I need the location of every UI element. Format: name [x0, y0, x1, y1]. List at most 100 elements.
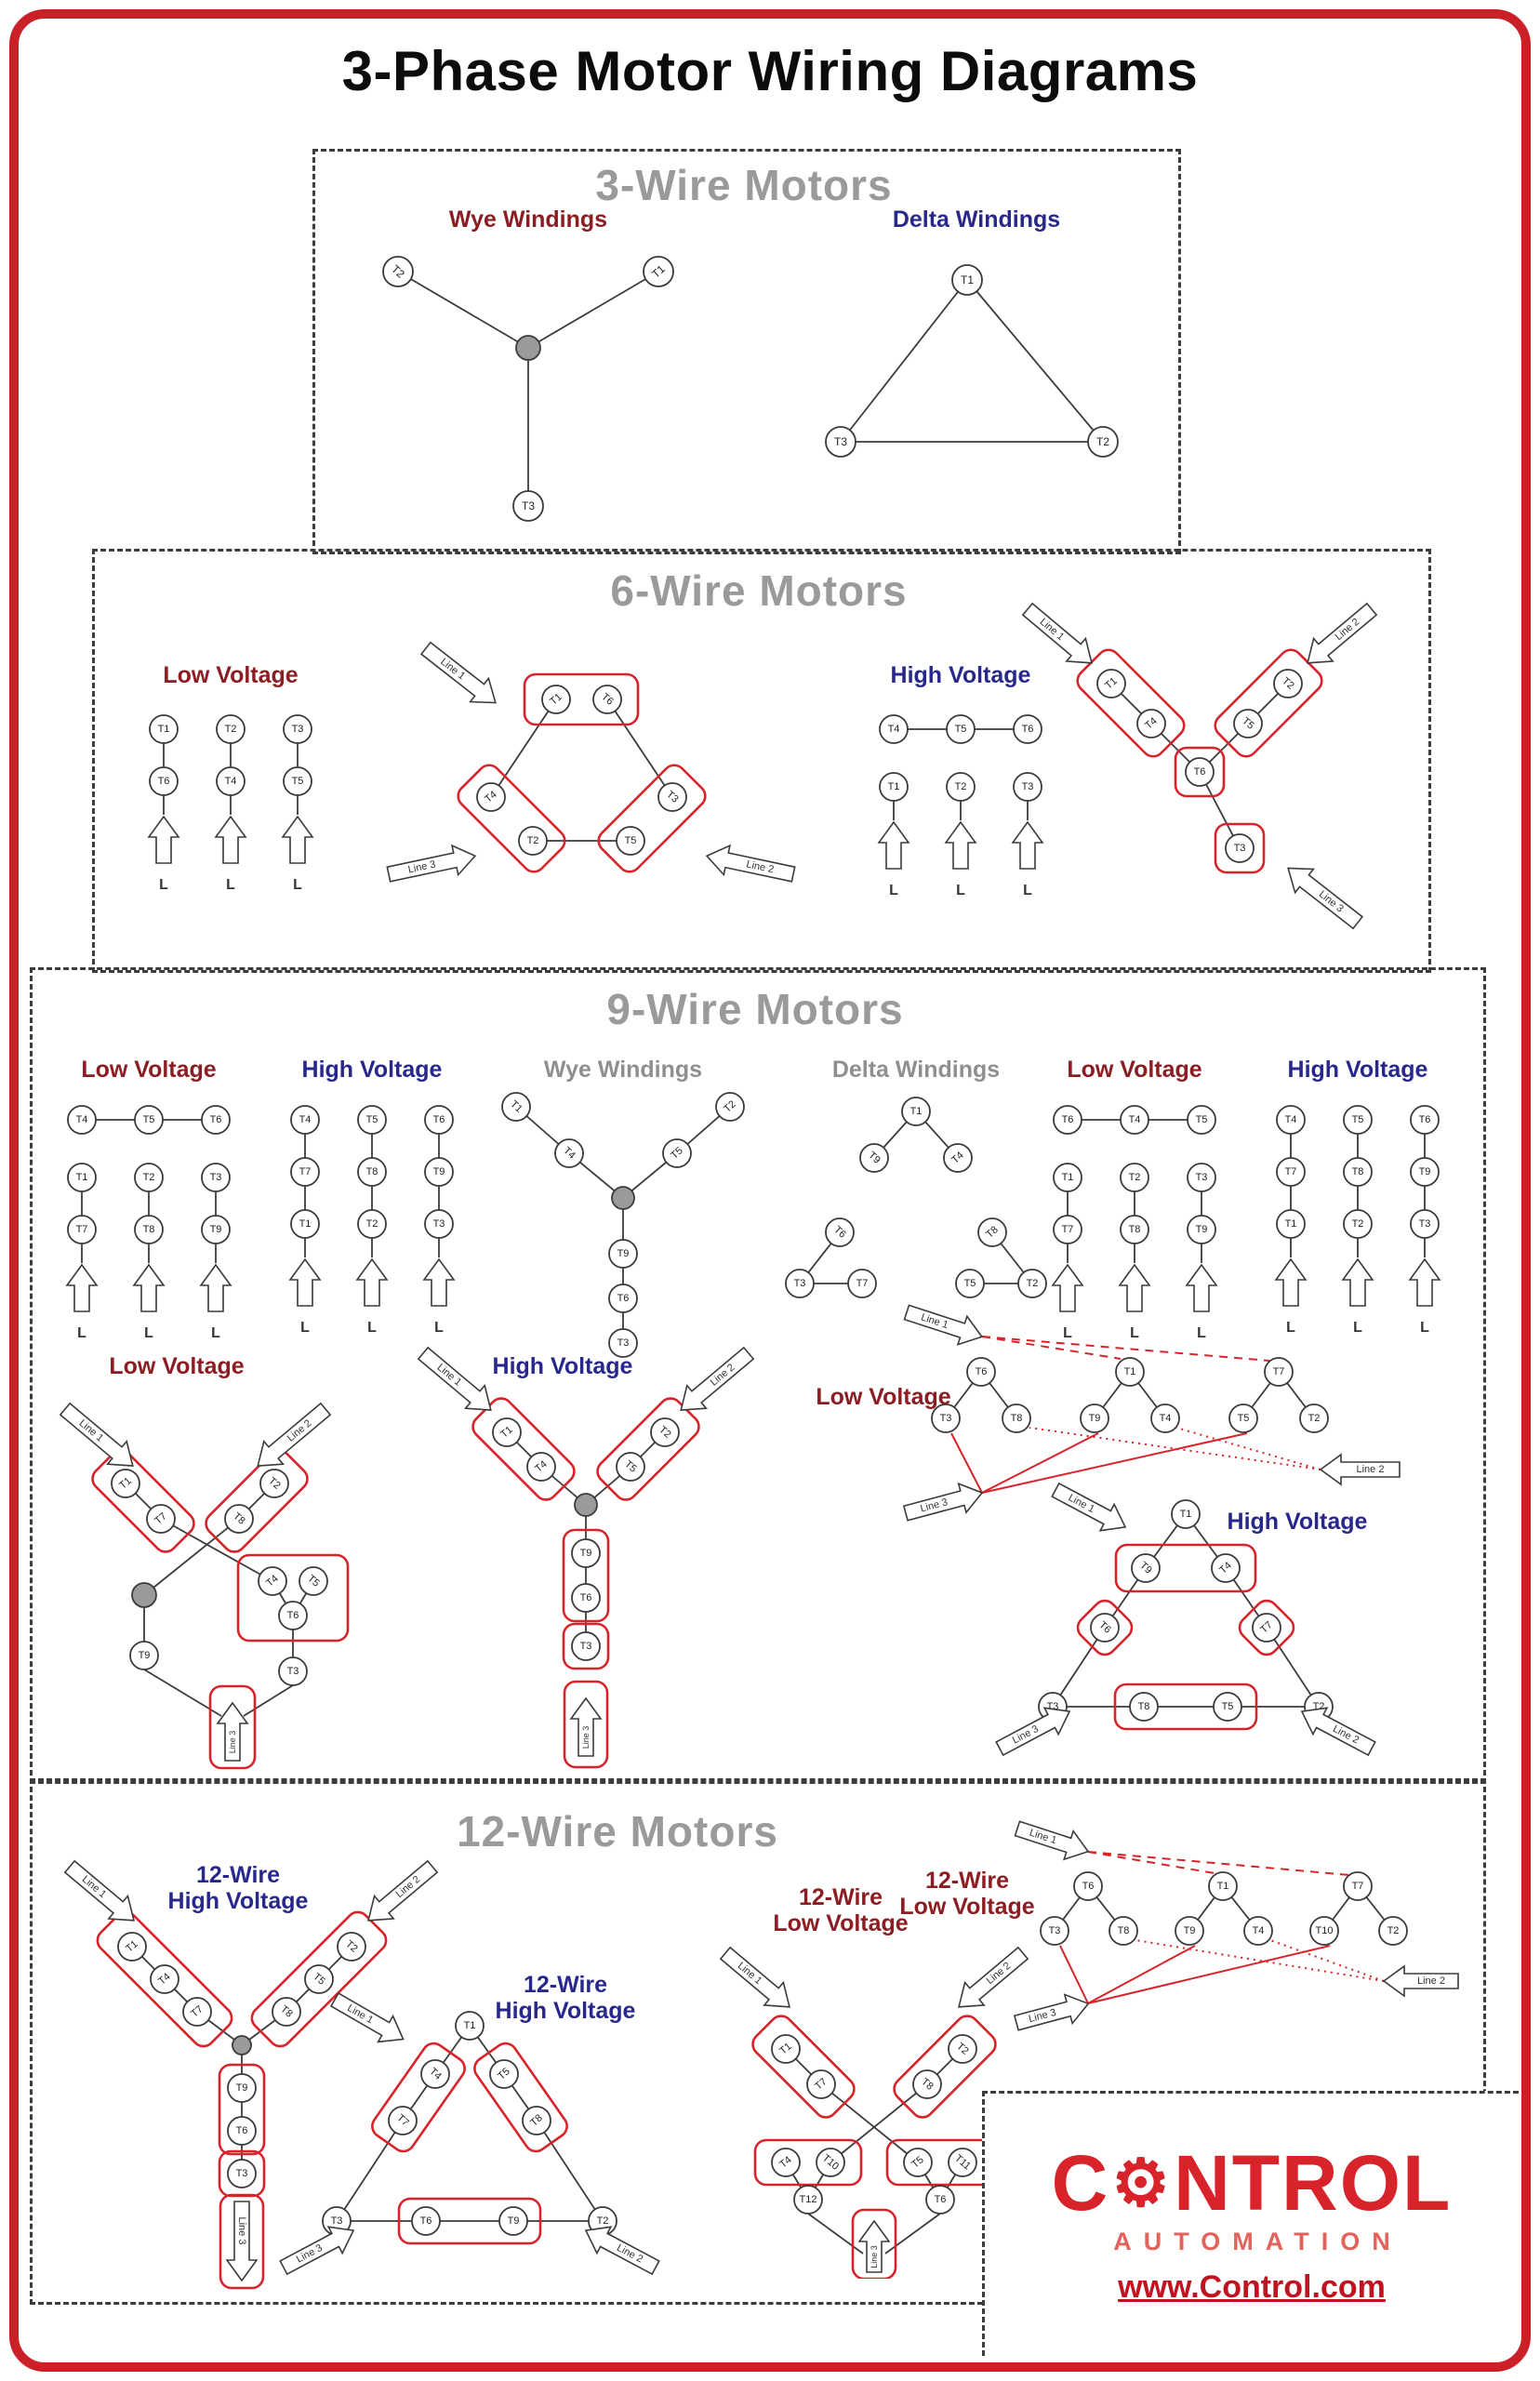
label-high-voltage-6wire: High Voltage: [890, 662, 1031, 688]
svg-text:T1: T1: [1180, 1509, 1192, 1520]
label-high-voltage-9wire-b: High Voltage: [1287, 1057, 1428, 1083]
svg-text:T9: T9: [139, 1650, 151, 1661]
svg-text:T9: T9: [210, 1224, 222, 1235]
svg-text:T5: T5: [292, 776, 304, 787]
svg-text:T3: T3: [210, 1172, 222, 1183]
svg-text:T3: T3: [580, 1641, 592, 1652]
svg-text:T6: T6: [1022, 724, 1034, 735]
svg-text:L: L: [1420, 1320, 1429, 1336]
label-delta-windings-9wire: Delta Windings: [831, 1057, 1001, 1083]
svg-text:T2: T2: [1027, 1278, 1039, 1289]
svg-text:T12: T12: [800, 2194, 817, 2205]
label-wye-windings-3wire: Wye Windings: [448, 206, 608, 233]
svg-text:L: L: [1023, 883, 1032, 898]
label-high-voltage-9wire-a: High Voltage: [301, 1057, 443, 1083]
svg-text:T6: T6: [1194, 766, 1206, 778]
svg-text:T6: T6: [1419, 1114, 1431, 1125]
svg-text:L: L: [1286, 1320, 1295, 1336]
svg-text:T4: T4: [1129, 1114, 1141, 1125]
svg-text:T5: T5: [1222, 1701, 1234, 1712]
gear-icon: ⚙: [1111, 2147, 1173, 2219]
svg-text:T4: T4: [76, 1114, 88, 1125]
svg-text:T3: T3: [1049, 1925, 1061, 1936]
label-low-voltage-9wire-b: Low Voltage: [1067, 1057, 1202, 1083]
svg-text:T5: T5: [955, 724, 967, 735]
svg-text:T2: T2: [1096, 435, 1109, 448]
svg-text:T9: T9: [580, 1548, 592, 1559]
svg-text:T4: T4: [1253, 1925, 1265, 1936]
svg-text:T1: T1: [1217, 1881, 1229, 1892]
svg-text:T8: T8: [1138, 1701, 1150, 1712]
svg-text:T3: T3: [1234, 843, 1246, 854]
svg-text:L: L: [889, 883, 898, 898]
svg-text:T6: T6: [976, 1366, 988, 1377]
section-3-wire-box: [312, 149, 1181, 554]
svg-text:T4: T4: [225, 776, 237, 787]
svg-text:Line 3: Line 3: [236, 2217, 247, 2245]
svg-text:T6: T6: [287, 1610, 299, 1621]
section-12-wire-box: [30, 1778, 1486, 2305]
label-high-voltage-9wire-wye: High Voltage: [492, 1353, 633, 1379]
svg-text:T9: T9: [617, 1248, 630, 1259]
website-link[interactable]: www.Control.com: [1118, 2269, 1386, 2305]
label-low-voltage-9wire-delta: Low Voltage: [816, 1384, 951, 1410]
brand-text-ntrol: NTROL: [1174, 2139, 1453, 2227]
svg-text:T7: T7: [1285, 1166, 1297, 1177]
svg-text:T2: T2: [225, 724, 237, 735]
svg-text:L: L: [956, 883, 965, 898]
svg-text:T5: T5: [1238, 1413, 1250, 1424]
svg-text:T1: T1: [888, 781, 900, 792]
label-12wire-low-voltage-wye: 12-Wire Low Voltage: [773, 1884, 909, 1936]
svg-text:T5: T5: [964, 1278, 976, 1289]
section-6-wire-title: 6-Wire Motors: [610, 566, 908, 615]
svg-text:L: L: [77, 1325, 86, 1341]
svg-text:T2: T2: [1387, 1925, 1400, 1936]
svg-text:T2: T2: [366, 1218, 378, 1230]
section-3-wire-title: 3-Wire Motors: [595, 161, 893, 209]
label-low-voltage-6wire: Low Voltage: [163, 662, 299, 688]
svg-text:Line 3: Line 3: [228, 1731, 237, 1754]
svg-text:T6: T6: [580, 1592, 592, 1603]
svg-text:T9: T9: [433, 1166, 445, 1177]
svg-text:T2: T2: [143, 1172, 155, 1183]
svg-text:T7: T7: [1273, 1366, 1285, 1377]
svg-text:L: L: [1353, 1320, 1362, 1336]
svg-text:T1: T1: [1062, 1172, 1074, 1183]
svg-text:L: L: [144, 1325, 153, 1341]
footer-logo-area: C⚙NTROL AUTOMATION www.Control.com: [982, 2091, 1519, 2356]
svg-text:Line 3: Line 3: [581, 1726, 591, 1749]
label-low-voltage-9wire-wye: Low Voltage: [109, 1353, 245, 1379]
svg-text:T5: T5: [143, 1114, 155, 1125]
label-wye-windings-9wire: Wye Windings: [543, 1057, 703, 1083]
svg-text:T1: T1: [76, 1172, 88, 1183]
label-low-voltage-9wire-a: Low Voltage: [81, 1057, 217, 1083]
svg-text:T3: T3: [1419, 1218, 1431, 1230]
svg-text:T6: T6: [1062, 1114, 1074, 1125]
svg-text:T3: T3: [617, 1337, 630, 1349]
brand-logo: C⚙NTROL: [1052, 2144, 1453, 2222]
label-12wire-low-voltage-delta: 12-Wire Low Voltage: [899, 1868, 1035, 1920]
svg-text:L: L: [434, 1320, 444, 1336]
svg-text:T8: T8: [366, 1166, 378, 1177]
section-6-wire-box: [92, 549, 1431, 973]
svg-text:T9: T9: [508, 2215, 520, 2227]
svg-text:Line 2: Line 2: [1417, 1975, 1445, 1987]
section-9-wire-box: [30, 967, 1486, 1784]
svg-text:Line 2: Line 2: [1357, 1464, 1385, 1475]
brand-subtitle: AUTOMATION: [1113, 2228, 1402, 2255]
svg-text:T10: T10: [1316, 1925, 1334, 1936]
svg-text:T8: T8: [1118, 1925, 1130, 1936]
svg-text:T3: T3: [1196, 1172, 1208, 1183]
